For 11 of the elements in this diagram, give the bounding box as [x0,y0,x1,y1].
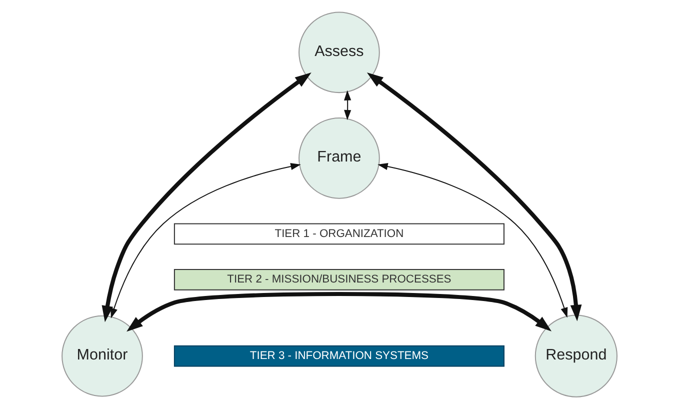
arrow [102,72,312,322]
node-box: TIER 1 - ORGANIZATION [174,223,504,245]
node-circle: Assess [298,12,380,94]
arrow [344,90,352,120]
arrow [366,72,582,322]
arrow [110,163,301,318]
node-box: TIER 3 - INFORMATION SYSTEMS [174,345,504,367]
node-circle: Frame [298,117,380,199]
arrow [126,292,552,332]
arrow [378,163,568,318]
node-box: TIER 2 - MISSION/BUSINESS PROCESSES [174,269,504,290]
